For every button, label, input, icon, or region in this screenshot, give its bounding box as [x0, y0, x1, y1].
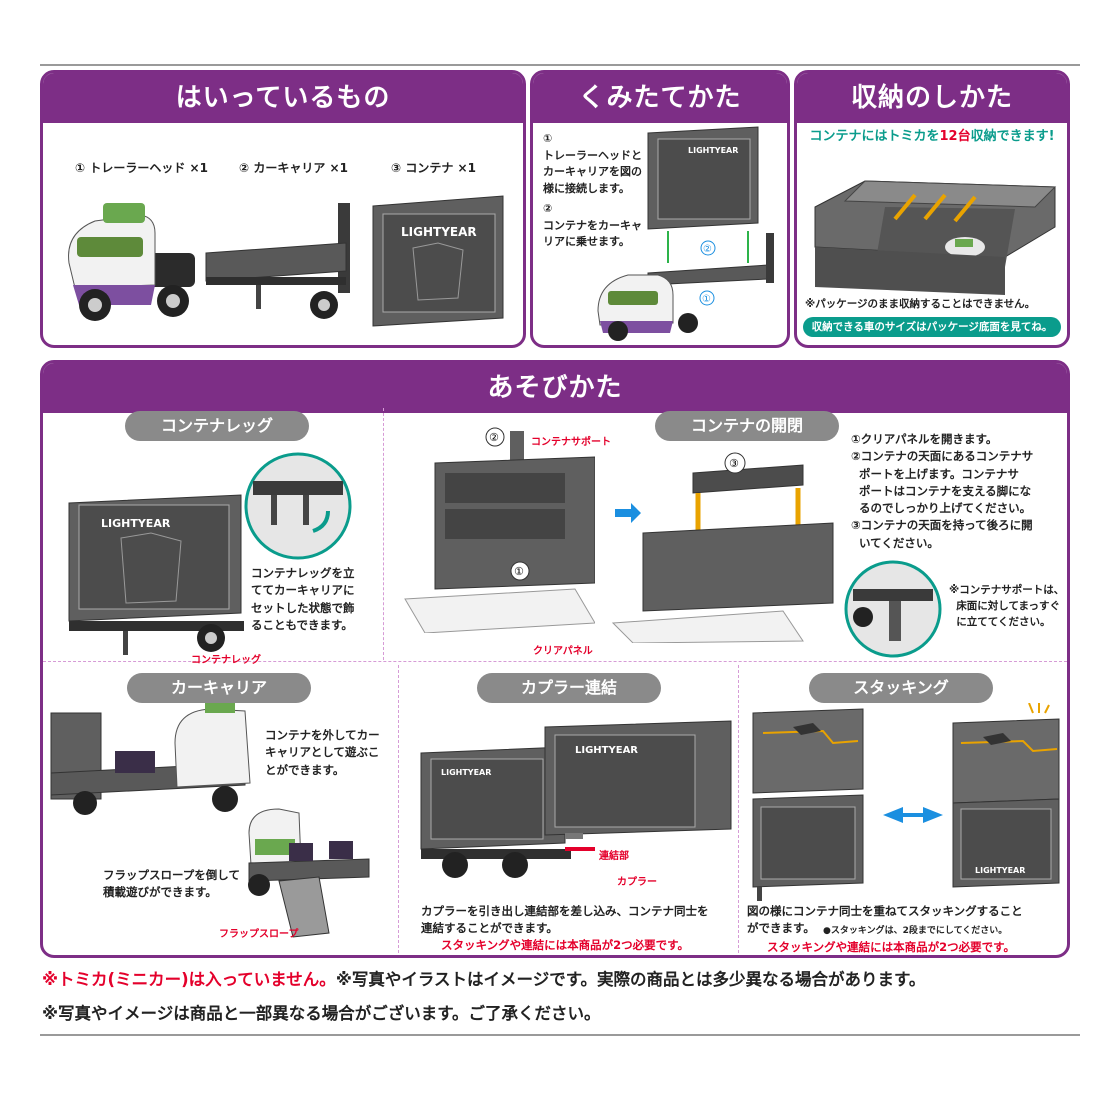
assembly-illustration: LIGHTYEAR ② ①: [597, 126, 774, 341]
contents-title: はいっているもの: [43, 73, 523, 123]
contents-panel: はいっているもの ① トレーラーヘッド ×1 ② カーキャリア ×1 ③ コンテ…: [40, 70, 526, 348]
flap-slope-label: フラップスロープ: [219, 929, 299, 940]
container-image: LIGHTYEAR: [372, 195, 504, 327]
car-carrier-desc-1: コンテナを外してカー キャリアとして遊ぶこ とができます。: [265, 728, 380, 777]
assembly-title: くみたてかた: [533, 73, 787, 123]
container-leg-label: コンテナレッグ: [191, 655, 261, 666]
container-support-zoom: [844, 560, 942, 658]
svg-text:LIGHTYEAR: LIGHTYEAR: [441, 768, 491, 777]
container-open-marker-3: ③: [729, 457, 739, 470]
divider-v3: [738, 665, 739, 953]
svg-text:LIGHTYEAR: LIGHTYEAR: [101, 517, 171, 530]
divider-v2: [398, 665, 399, 953]
contents-item-2: ② カーキャリア ×1: [239, 161, 348, 175]
container-open-steps: ①クリアパネルを開きます。 ②コンテナの天面にあるコンテナサ ポートを上げます。…: [851, 432, 1034, 550]
car-carrier-pill: カーキャリア: [127, 673, 311, 703]
storage-size-note: 収納できる車のサイズはパッケージ底面を見てね。: [803, 317, 1061, 337]
svg-text:LIGHTYEAR: LIGHTYEAR: [575, 745, 638, 756]
trailer-head-image: [68, 203, 195, 321]
svg-text:LIGHTYEAR: LIGHTYEAR: [688, 146, 738, 155]
coupler-desc: カプラーを引き出し連結部を差し込み、コンテナ同士を 連結することができます。: [421, 904, 709, 936]
footer-line-1: ※トミカ(ミニカー)は入っていません。※写真やイラストはイメージです。実際の商品…: [42, 966, 925, 990]
container-open-marker-1: ①: [514, 565, 524, 578]
contents-item-3: ③ コンテナ ×1: [391, 161, 476, 175]
stacking-warn: スタッキングや連結には本商品が2つ必要です。: [767, 940, 1016, 954]
bottom-rule: [40, 1034, 1080, 1036]
container-leg-image: LIGHTYEAR: [68, 494, 244, 655]
coupler-part-label: 連結部: [599, 851, 629, 862]
storage-note: ※パッケージのまま収納することはできません。: [805, 298, 1036, 310]
assembly-panel: くみたてかた ① トレーラーヘッドと カーキャリアを図の 様に接続します。 ② …: [530, 70, 790, 348]
stacking-small-note: ●スタッキングは、2段までにしてください。: [823, 926, 1008, 936]
divider-h: [43, 661, 1067, 662]
stacking-image: LIGHTYEAR: [752, 703, 1060, 901]
assembly-marker-2: ②: [703, 244, 712, 255]
top-rule: [40, 64, 1080, 66]
container-leg-desc: コンテナレッグを立 ててカーキャリアに セットした状態で飾 ることもできます。: [251, 566, 355, 632]
coupler-pill: カプラー連結: [477, 673, 661, 703]
footer-line-2: ※写真やイメージは商品と一部異なる場合がございます。ご了承ください。: [42, 1004, 601, 1023]
container-open-left-image: ② ①: [404, 427, 595, 633]
stacking-desc: 図の様にコンテナ同士を重ねてスタッキングすること ができます。: [747, 904, 1023, 936]
flap-slope-image: [248, 808, 370, 938]
assembly-step-2: ② コンテナをカーキャ リアに乗せます。: [543, 202, 642, 248]
container-support-label: コンテナサポート: [531, 437, 611, 448]
container-open-pill: コンテナの開閉: [655, 411, 839, 441]
storage-panel: 収納のしかた コンテナにはトミカを12台収納できます! ※パッケージのまま収納す…: [794, 70, 1070, 348]
contents-item-1: ① トレーラーヘッド ×1: [75, 161, 208, 175]
container-logo: LIGHTYEAR: [401, 225, 477, 239]
container-support-note: ※コンテナサポートは、 床面に対してまっすぐ に立ててください。: [949, 584, 1065, 628]
play-title: あそびかた: [43, 363, 1067, 413]
coupler-warn: スタッキングや連結には本商品が2つ必要です。: [441, 938, 690, 952]
container-leg-zoom: [244, 452, 352, 560]
assembly-step-1: ① トレーラーヘッドと カーキャリアを図の 様に接続します。: [543, 132, 642, 195]
car-carrier-image: [205, 203, 350, 319]
footer-image-note: ※写真やイラストはイメージです。実際の商品とは多少異なる場合があります。: [335, 970, 926, 989]
svg-text:LIGHTYEAR: LIGHTYEAR: [975, 866, 1025, 875]
divider-v1: [383, 408, 384, 660]
storage-banner: コンテナにはトミカを12台収納できます!: [809, 129, 1055, 144]
coupler-image: LIGHTYEAR LIGHTYEAR: [420, 720, 732, 878]
coupler-label: カプラー: [617, 877, 657, 888]
car-carrier-play-image: [50, 703, 251, 815]
play-panel: あそびかた コンテナレッグ LIGHTYEAR コンテナレッグを立 ててカーキャ…: [40, 360, 1070, 958]
car-carrier-desc-2: フラップスロープを倒して 積載遊びができます。: [103, 868, 240, 900]
container-leg-pill: コンテナレッグ: [125, 411, 309, 441]
clear-panel-label: クリアパネル: [533, 646, 593, 657]
container-open-right-image: ③: [611, 452, 834, 643]
container-open-arrow: [615, 503, 641, 523]
storage-illustration: [814, 180, 1057, 295]
assembly-marker-1: ①: [702, 294, 711, 305]
storage-title: 収納のしかた: [797, 73, 1067, 123]
footer-no-tomica: ※トミカ(ミニカー)は入っていません。: [42, 970, 336, 989]
container-open-marker-2: ②: [489, 431, 499, 444]
stacking-pill: スタッキング: [809, 673, 993, 703]
